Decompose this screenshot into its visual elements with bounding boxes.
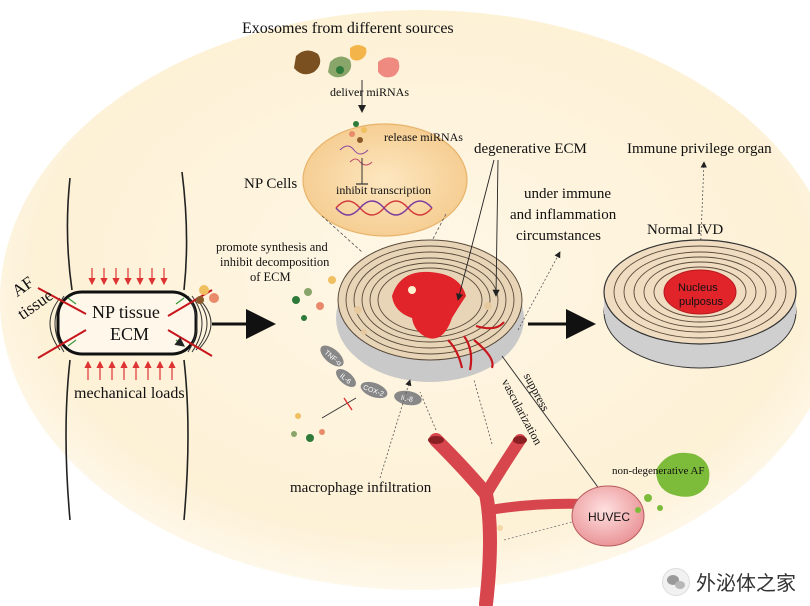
huvec-label: HUVEC (588, 510, 630, 524)
green-af-blob (656, 452, 710, 497)
nucleus-pulposus (663, 269, 737, 315)
watermark: 外泌体之家 (662, 567, 796, 596)
watermark-text: 外泌体之家 (696, 571, 796, 595)
load-arrows-top (88, 268, 168, 286)
promote-label-3: of ECM (250, 270, 291, 284)
mechanical-loads-label: mechanical loads (74, 385, 185, 402)
cell-exosomes (349, 121, 367, 143)
nucleus-label-2: pulposus (679, 296, 724, 308)
exosome-cluster-left (196, 285, 219, 304)
inhibit-transcription-label: inhibit transcription (336, 183, 431, 197)
huvec-cell (571, 485, 645, 547)
non-degenerative-label: non-degenerative AF (612, 465, 705, 477)
dna-helix-icon (335, 200, 433, 216)
exosome-cluster-top (294, 45, 400, 78)
degenerative-disc (336, 239, 524, 382)
spine-segment (37, 171, 213, 521)
wechat-icon (662, 567, 690, 596)
np-tissue-label: NP tissue (92, 302, 160, 322)
promote-label-2: inhibit decomposition (220, 255, 330, 269)
deliver-label: deliver miRNAs (330, 85, 409, 99)
np-cell (302, 123, 468, 237)
macrophage-inhibit (291, 397, 357, 442)
immune-privilege-label: Immune privilege organ (627, 141, 772, 157)
under-immune-3: circumstances (516, 228, 601, 244)
cytokine-list (320, 345, 422, 406)
promote-label-1: promote synthesis and (216, 240, 329, 254)
nucleus-label-1: Nucleus (678, 282, 718, 294)
under-immune-2: and inflammation (510, 207, 617, 223)
exosome-cluster-mid (292, 276, 336, 321)
normal-disc (603, 239, 797, 369)
degenerative-ecm-label: degenerative ECM (474, 141, 587, 157)
release-label: release miRNAs (384, 130, 463, 144)
np-cells-label: NP Cells (244, 176, 297, 192)
green-exosomes (635, 494, 663, 513)
under-immune-1: under immune (524, 186, 611, 202)
normal-ivd-label: Normal IVD (647, 222, 723, 238)
load-arrows-bottom (84, 360, 176, 380)
il8-label: IL-8 (400, 395, 413, 404)
macrophage-label: macrophage infiltration (290, 480, 432, 496)
exosomes-title: Exosomes from different sources (242, 20, 454, 37)
ecm-label: ECM (110, 324, 149, 344)
np-tissue-box (56, 290, 198, 356)
